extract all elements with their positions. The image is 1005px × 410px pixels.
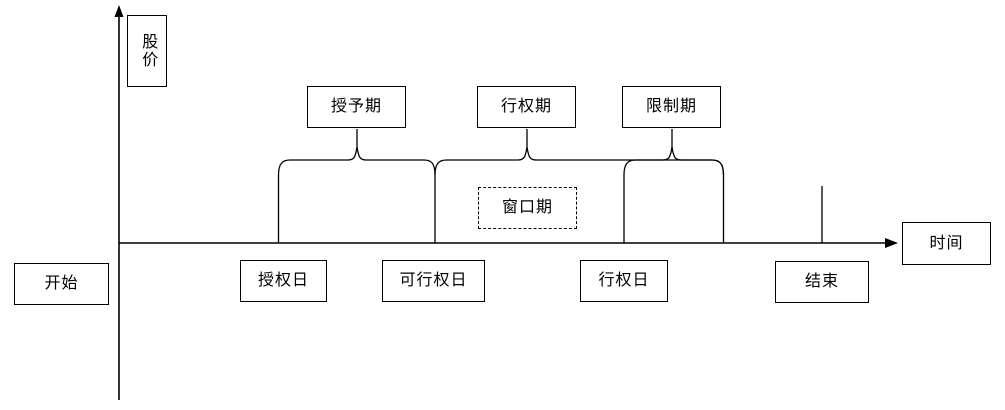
x-axis-label: 时间: [902, 222, 991, 265]
period-label-grant: 授予期: [307, 86, 406, 128]
start-label: 开始: [14, 263, 109, 305]
end-label: 结束: [775, 261, 869, 303]
y-axis-label: 股价: [127, 15, 167, 87]
period-label-restriction: 限制期: [622, 86, 721, 128]
milestone-label-grant-date: 授权日: [240, 260, 327, 302]
window-period-label: 窗口期: [478, 187, 577, 229]
y-axis: [114, 5, 124, 400]
brace-grant-period: [277, 129, 436, 176]
milestone-label-exercise-date: 行权日: [580, 260, 668, 302]
milestone-label-exercisable-date: 可行权日: [382, 260, 485, 302]
period-label-exercise: 行权期: [477, 86, 576, 128]
brace-restriction-period: [623, 129, 725, 176]
x-axis: [119, 238, 898, 248]
brace-exercise-period: [434, 129, 725, 176]
